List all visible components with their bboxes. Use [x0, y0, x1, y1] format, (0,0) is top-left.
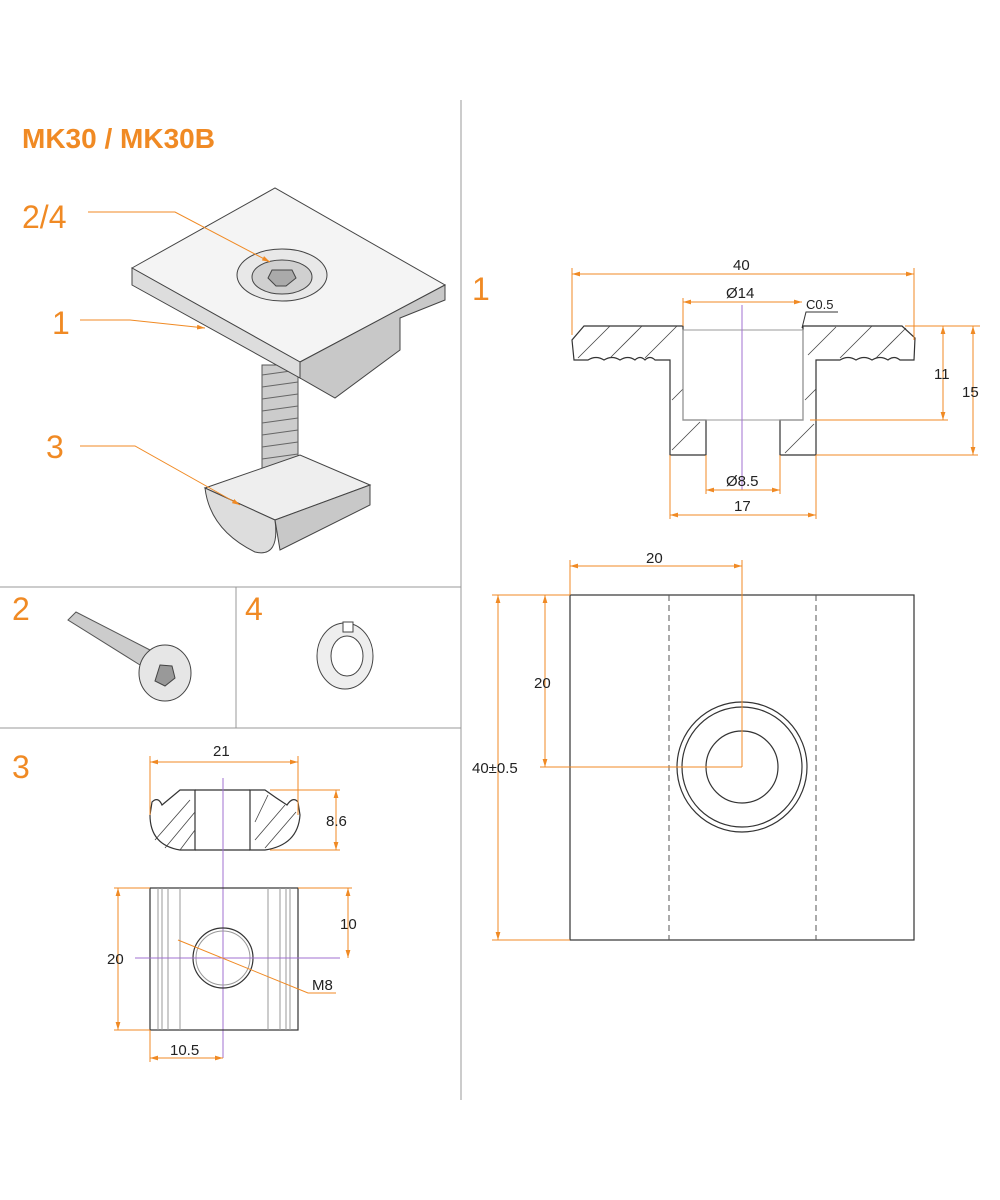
svg-text:Ø8.5: Ø8.5 — [726, 473, 759, 490]
section-label-nut: 3 — [12, 749, 30, 785]
svg-text:21: 21 — [213, 743, 230, 760]
section-label-screw: 2 — [12, 591, 30, 627]
clamp-top-dimensions: 20 20 40±0.5 — [472, 550, 743, 941]
panel-dividers — [0, 100, 462, 1100]
svg-text:10: 10 — [340, 916, 357, 933]
svg-text:11: 11 — [934, 366, 950, 383]
nut-section-view — [135, 778, 340, 1058]
product-title: MK30 / MK30B — [22, 123, 215, 154]
svg-text:C0.5: C0.5 — [806, 297, 833, 312]
svg-text:20: 20 — [534, 675, 551, 692]
svg-text:20: 20 — [107, 951, 124, 968]
section-label-clamp: 1 — [472, 271, 490, 307]
svg-text:3: 3 — [46, 429, 64, 465]
svg-text:M8: M8 — [312, 977, 333, 994]
washer-illustration — [316, 621, 374, 690]
assembly-illustration — [130, 187, 447, 554]
svg-text:Ø14: Ø14 — [726, 285, 754, 302]
screw-illustration — [67, 611, 192, 702]
section-label-washer: 4 — [245, 591, 263, 627]
svg-text:40: 40 — [733, 257, 750, 274]
svg-text:15: 15 — [962, 384, 979, 401]
nut-dimensions: 21 8.6 10 20 10.5 M8 — [107, 743, 357, 1062]
svg-text:10.5: 10.5 — [170, 1042, 199, 1059]
svg-text:20: 20 — [646, 550, 663, 567]
svg-text:40±0.5: 40±0.5 — [472, 760, 518, 777]
svg-text:1: 1 — [52, 305, 70, 341]
clamp-section-view — [571, 305, 916, 490]
callout-nut: 3 — [46, 429, 241, 506]
svg-text:2/4: 2/4 — [22, 199, 66, 235]
clamp-section-dimensions: 40 Ø14 C0.5 11 15 Ø8.5 17 — [571, 257, 980, 519]
svg-text:17: 17 — [734, 498, 751, 515]
callout-clamp: 1 — [52, 305, 206, 341]
svg-text:8.6: 8.6 — [326, 813, 347, 830]
callout-screw-washer: 2/4 — [22, 199, 271, 263]
